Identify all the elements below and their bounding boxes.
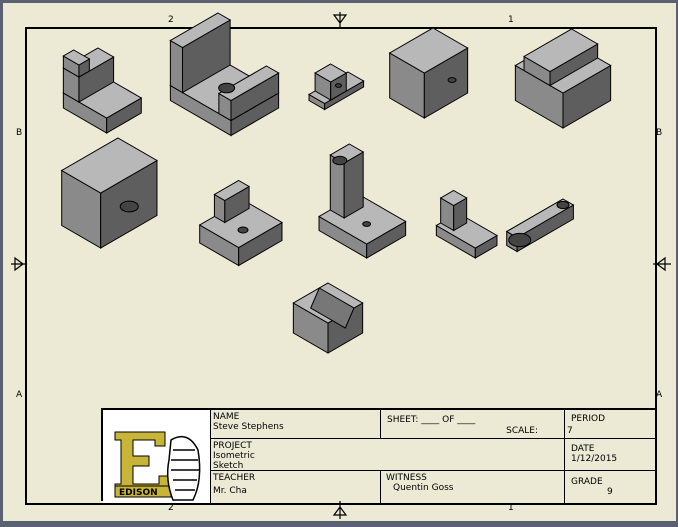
grade-label: GRADE (571, 477, 603, 487)
title-block: EDISON NAME Steve Stephens SHEET: ____ O… (101, 408, 657, 503)
part-link (505, 198, 575, 253)
name-value: Steve Stephens (213, 422, 284, 432)
teacher-value: Mr. Cha (213, 486, 247, 496)
part-cradle (169, 12, 280, 137)
date-value: 1/12/2015 (571, 454, 618, 464)
drawing-border (25, 27, 657, 505)
svg-text:EDISON: EDISON (119, 488, 158, 498)
zone-label-right-a: A (656, 390, 663, 400)
grade-value: 9 (607, 487, 613, 497)
project-value: Isometric Sketch (213, 451, 255, 471)
part-rounded-tab (198, 179, 283, 267)
date-cell: DATE 1/12/2015 (564, 438, 657, 470)
centering-marks (11, 12, 671, 519)
zone-label-top-2: 2 (168, 15, 174, 25)
project-label: PROJECT (213, 441, 252, 451)
zone-label-bottom-2: 2 (168, 503, 174, 513)
witness-label: WITNESS (386, 473, 427, 483)
drawing-sheet: 2 1 2 1 B A B A EDISON NAME Steve Stephe… (3, 3, 676, 521)
parts-drawing (11, 12, 671, 519)
zone-label-left-a: A (16, 390, 23, 400)
zone-label-left-b: B (16, 128, 23, 138)
scale-label: SCALE: (506, 426, 538, 436)
sheet-label: SHEET: ____ OF ____ (387, 415, 476, 425)
school-logo: EDISON (103, 410, 210, 503)
name-label: NAME (213, 412, 240, 422)
sheet-cell: SHEET: ____ OF ____ SCALE: (380, 410, 564, 438)
center-mark-right (653, 256, 671, 272)
part-bracket (62, 47, 143, 134)
period-label: PERIOD (571, 414, 606, 424)
part-upright-bracket (318, 143, 407, 259)
witness-value: Quentin Goss (393, 483, 454, 493)
center-mark-left (11, 256, 27, 272)
part-stepped-block (514, 28, 612, 129)
part-small-slide (308, 63, 365, 111)
grade-cell: GRADE 9 (564, 470, 657, 503)
part-notched-block (60, 137, 158, 249)
teacher-label: TEACHER (213, 473, 256, 483)
name-cell: NAME Steve Stephens (210, 410, 380, 438)
teacher-cell: TEACHER Mr. Cha (210, 470, 380, 503)
period-value: 7 (567, 426, 573, 436)
part-angled-block (435, 189, 498, 259)
period-cell: PERIOD 7 (564, 410, 657, 438)
center-mark-top (332, 12, 348, 29)
part-v-block (292, 282, 364, 354)
zone-label-bottom-1: 1 (508, 503, 514, 513)
zone-label-right-b: B (656, 128, 663, 138)
zone-label-top-1: 1 (508, 15, 514, 25)
center-mark-bottom (332, 501, 348, 519)
project-cell: PROJECT Isometric Sketch (210, 438, 564, 471)
witness-cell: WITNESS Quentin Goss (380, 470, 564, 503)
part-saddle (388, 27, 469, 119)
date-label: DATE (571, 444, 595, 454)
